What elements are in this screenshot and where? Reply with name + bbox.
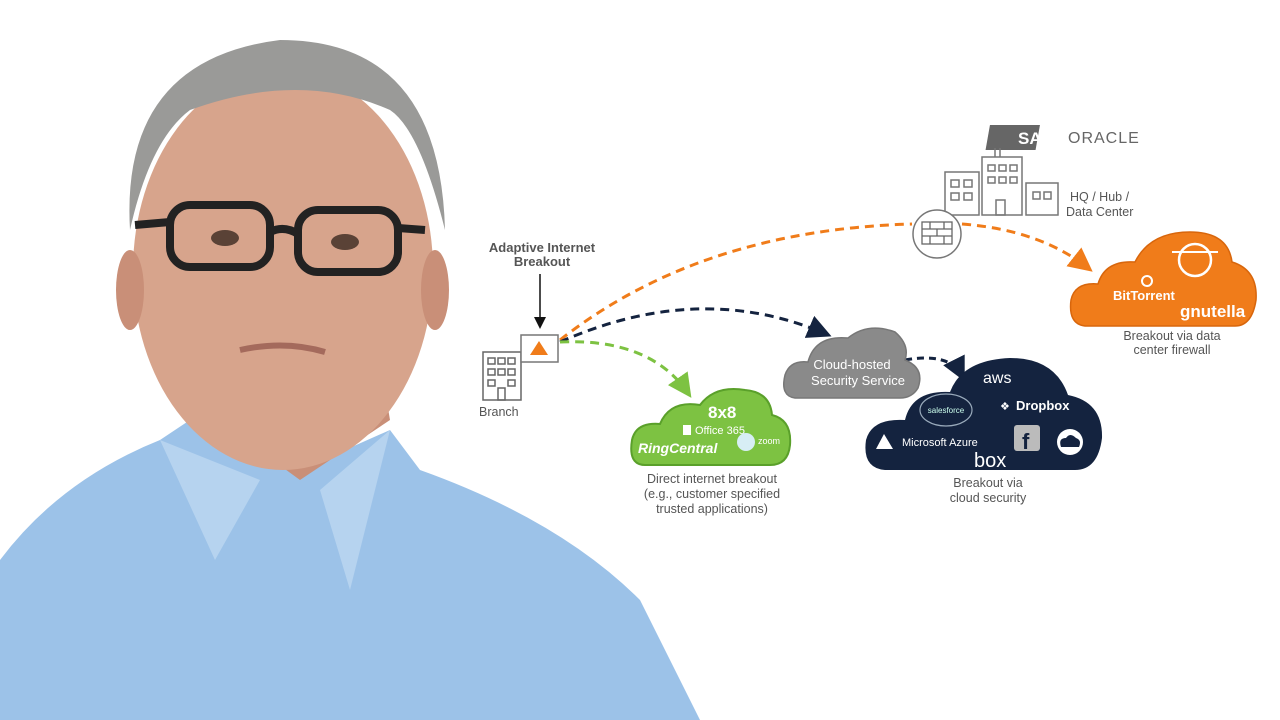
security-cloud: Cloud-hosted Security Service	[783, 327, 921, 399]
navy-caption-1: Breakout via	[953, 476, 1023, 490]
green-caption-2: (e.g., customer specified	[644, 487, 780, 501]
security-label-1: Cloud-hosted	[813, 357, 890, 372]
orange-caption-1: Breakout via data	[1123, 329, 1220, 343]
navy-cloud: aws salesforce ❖ Dropbox Microsoft Azure…	[865, 358, 1103, 472]
hq-label-2: Data Center	[1066, 205, 1133, 219]
presenter	[0, 40, 700, 720]
adaptive-label-1: Adaptive Internet	[489, 240, 596, 255]
warning-triangle-icon	[530, 341, 548, 355]
app-facebook: f	[1022, 429, 1030, 454]
app-aws: aws	[983, 370, 1011, 387]
azure-icon	[876, 434, 893, 449]
navy-path	[559, 307, 832, 344]
app-zoom: zoom	[758, 436, 780, 446]
glasses	[134, 201, 426, 276]
zoom-icon	[737, 433, 755, 451]
orange-cloud: BitTorrent gnutella	[1069, 231, 1257, 327]
app-8x8: 8x8	[708, 403, 736, 422]
branch-building-icon	[482, 351, 522, 401]
app-salesforce: salesforce	[928, 406, 965, 415]
app-bittorrent: BitTorrent	[1113, 288, 1176, 303]
bittorrent-icon	[1141, 275, 1153, 287]
hair	[129, 40, 446, 230]
adaptive-label-2: Breakout	[514, 254, 571, 269]
dropbox-icon: ❖	[1000, 401, 1010, 413]
orange-path-to-cloud	[961, 222, 1093, 272]
salesforce-icon	[919, 393, 973, 427]
sap-text: SAP	[1018, 129, 1053, 148]
app-gnutella: gnutella	[1180, 302, 1246, 321]
gnutella-icon	[1172, 242, 1218, 278]
app-ringcentral: RingCentral	[638, 440, 718, 456]
hq-buildings-icon	[944, 148, 1059, 216]
google-drive-icon	[1057, 429, 1083, 455]
face	[133, 70, 433, 470]
green-caption-1: Direct internet breakout	[647, 472, 777, 486]
orange-path-to-firewall	[559, 222, 913, 342]
branch-label: Branch	[479, 405, 519, 419]
office-icon	[683, 425, 691, 435]
app-dropbox: Dropbox	[1016, 398, 1070, 413]
firewall-icon	[912, 209, 962, 259]
security-label-2: Security Service	[811, 373, 905, 388]
green-caption-3: trusted applications)	[656, 502, 768, 516]
sap-logo	[985, 125, 1040, 150]
hq-label-1: HQ / Hub /	[1070, 190, 1130, 204]
green-cloud: 8x8 Office 365 RingCentral zoom	[630, 388, 792, 466]
green-path	[559, 340, 692, 398]
security-to-navy-path	[904, 354, 965, 382]
app-office365: Office 365	[695, 425, 745, 437]
navy-caption-2: cloud security	[950, 491, 1027, 505]
facebook-icon	[1014, 425, 1040, 451]
oracle-logo: ORACLE	[1068, 130, 1140, 147]
app-box: box	[974, 450, 1006, 472]
orange-caption-2: center firewall	[1133, 343, 1210, 357]
app-azure: Microsoft Azure	[902, 437, 978, 449]
